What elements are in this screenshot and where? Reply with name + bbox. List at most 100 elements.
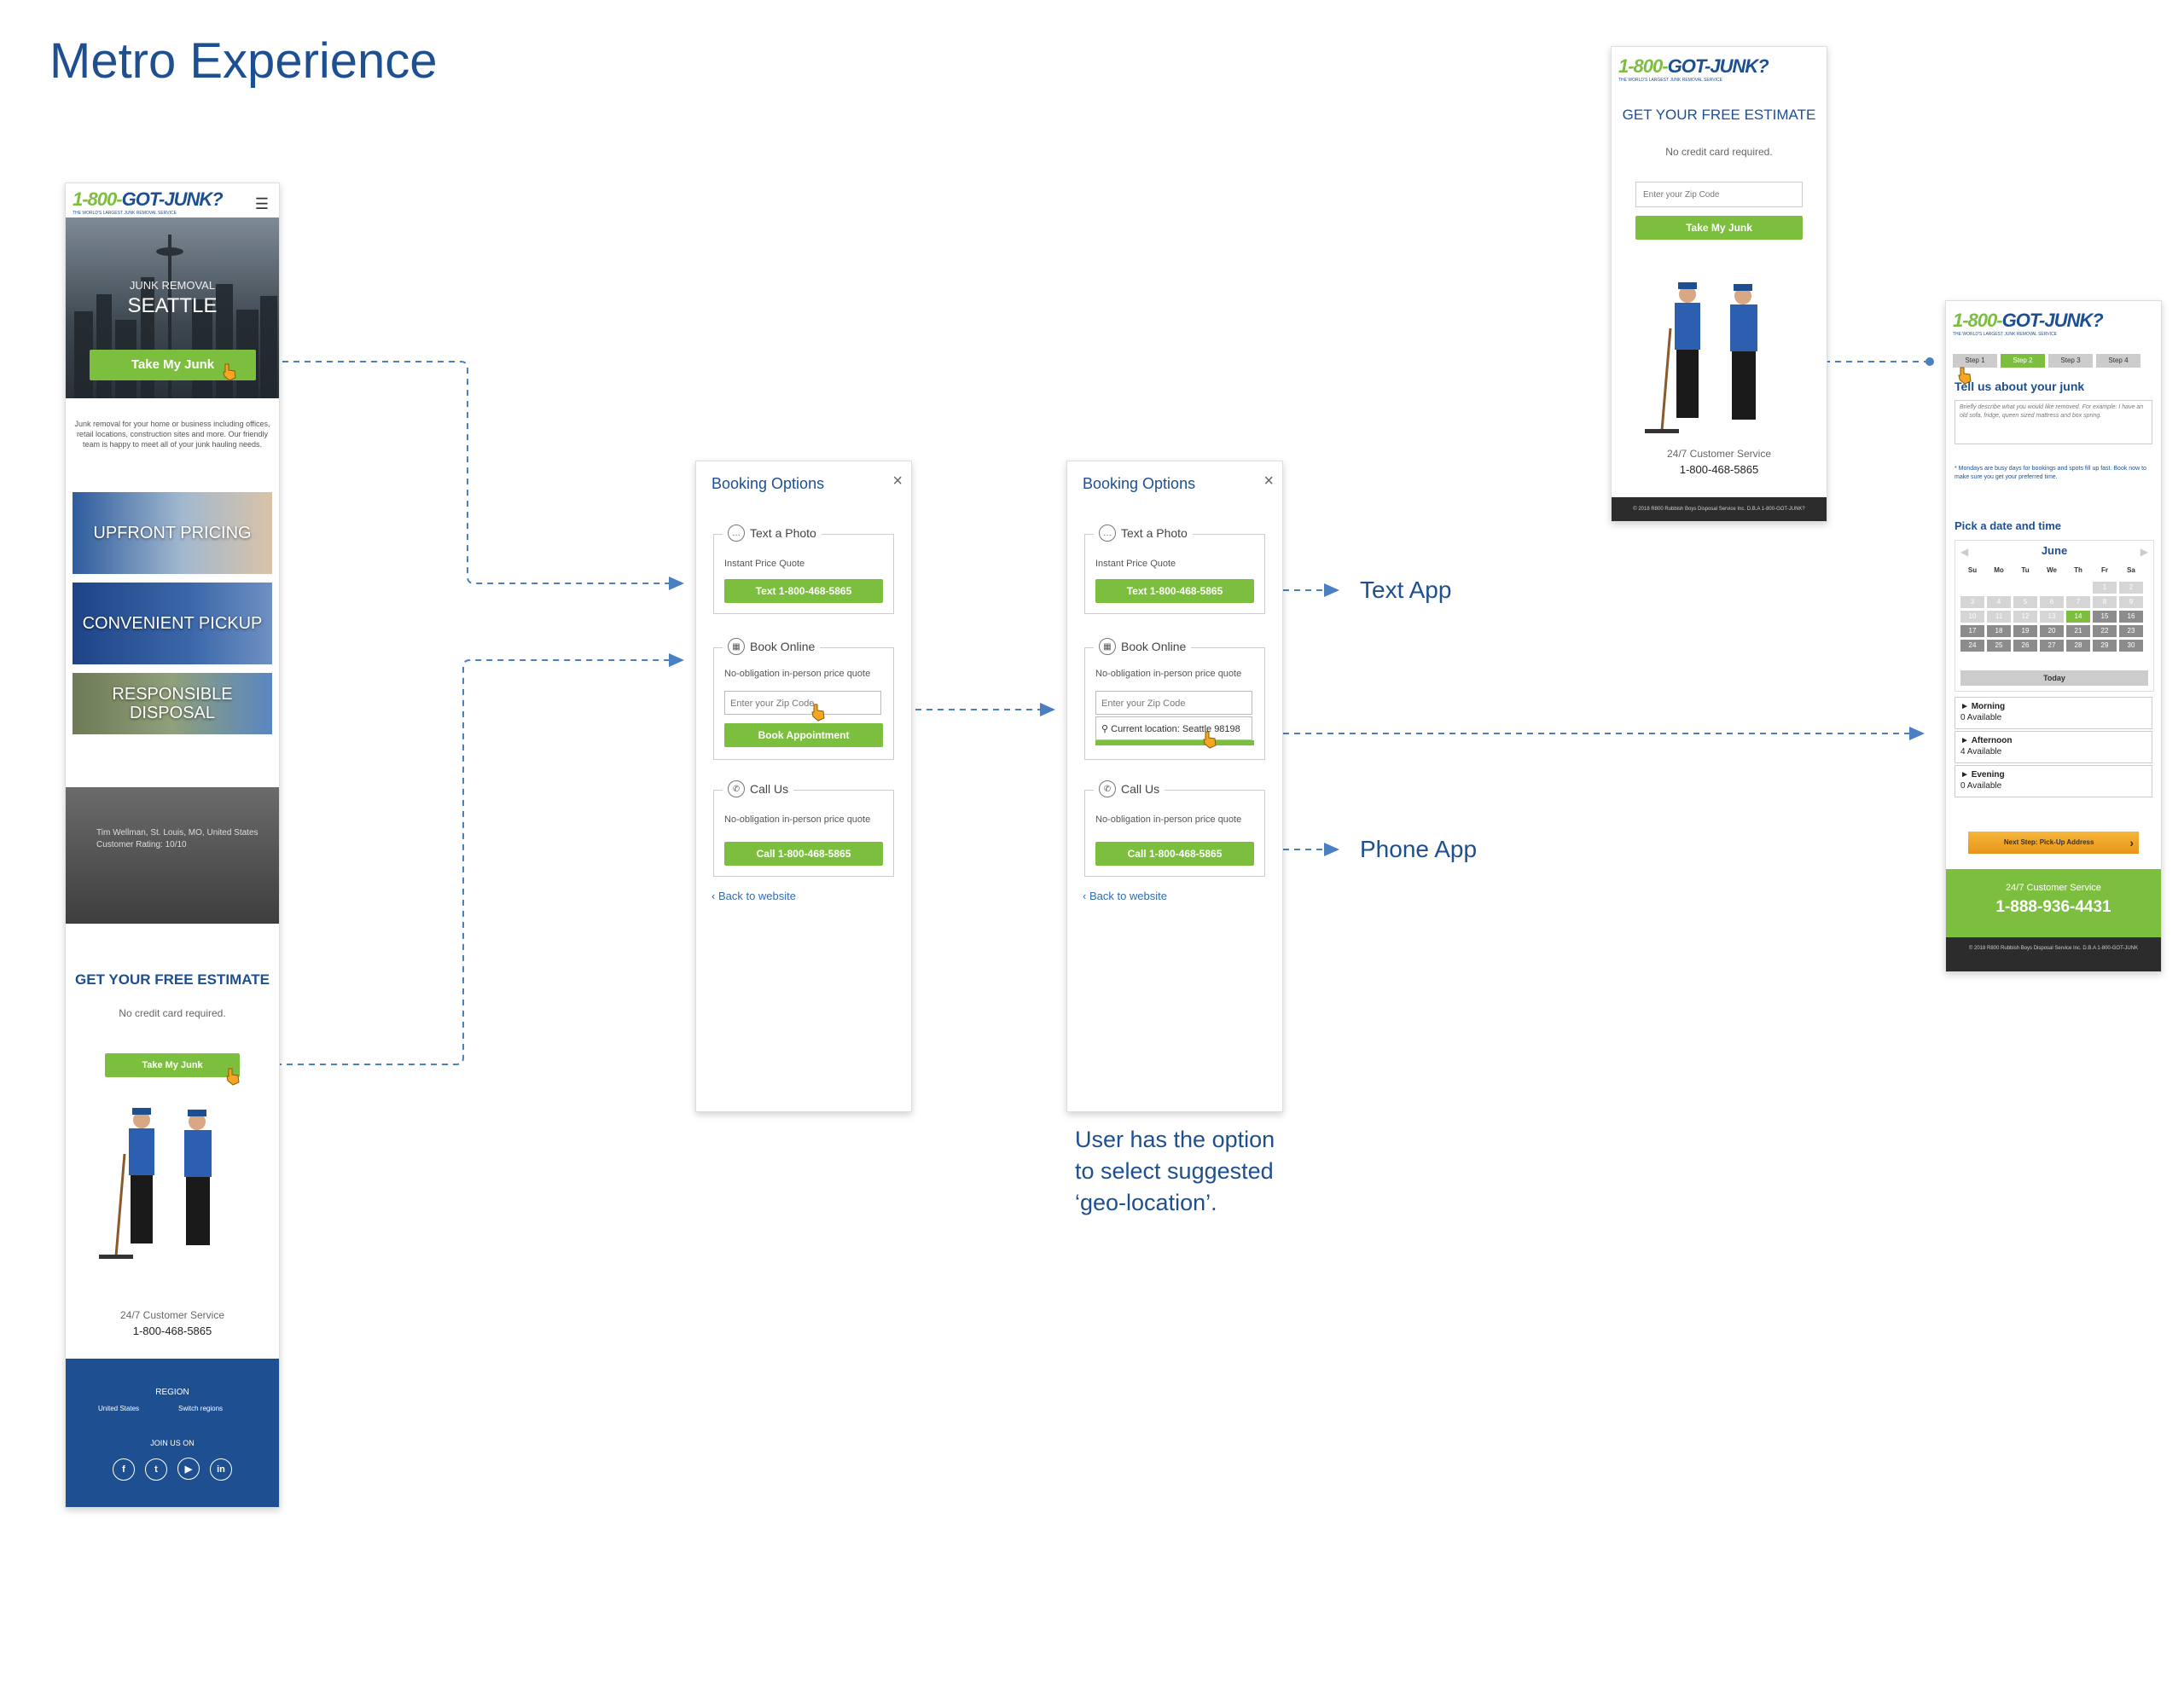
calendar-day[interactable]: 2 <box>2119 582 2143 594</box>
next-month-icon[interactable]: ▶ <box>2140 546 2148 558</box>
geo-location-suggestion[interactable]: ⚲ Current location: Seattle 98198 <box>1095 716 1252 740</box>
step-heading: Tell us about your junk <box>1955 380 2085 393</box>
twitter-icon[interactable]: t <box>145 1458 167 1481</box>
book-online-sub: No-obligation in-person price quote <box>724 669 871 679</box>
calendar-day[interactable]: 19 <box>2013 625 2037 637</box>
zip-code-input[interactable]: Enter your Zip Code <box>724 691 881 715</box>
calendar-day[interactable]: 16 <box>2119 611 2143 623</box>
hamburger-menu-icon[interactable]: ☰ <box>254 195 269 212</box>
book-appointment-button[interactable]: Book Appointment <box>724 723 883 747</box>
review-author: Tim Wellman, St. Louis, MO, United State… <box>96 828 258 838</box>
calendar-day[interactable]: 24 <box>1960 640 1984 652</box>
linkedin-icon[interactable]: in <box>210 1458 232 1481</box>
call-number-button[interactable]: Call 1-800-468-5865 <box>1095 842 1254 866</box>
footer-switch-region[interactable]: Switch regions <box>178 1405 224 1412</box>
pick-date-label: Pick a date and time <box>1955 519 2061 532</box>
footer-region-label: REGION <box>155 1388 189 1397</box>
footer-country[interactable]: United States <box>98 1405 140 1412</box>
booking-options-geo-modal: Booking Options × …Text a Photo Instant … <box>1066 461 1283 1112</box>
calendar-day[interactable]: 5 <box>2013 596 2037 608</box>
calendar-icon: ▦ <box>1099 638 1116 655</box>
connector-estimate-to-booking <box>242 653 684 1065</box>
review-rating: Customer Rating: 10/10 <box>96 840 187 849</box>
booking-options-modal: Booking Options × …Text a Photo Instant … <box>695 461 912 1112</box>
zip-code-input[interactable]: Enter your Zip Code <box>1095 691 1252 715</box>
call-us-sub: No-obligation in-person price quote <box>1095 815 1242 825</box>
calendar-empty <box>2040 582 2064 594</box>
calendar-day[interactable]: 30 <box>2119 640 2143 652</box>
text-number-button[interactable]: Text 1-800-468-5865 <box>1095 579 1254 603</box>
call-us-card: ✆Call Us No-obligation in-person price q… <box>713 780 894 877</box>
close-icon[interactable]: × <box>892 472 903 490</box>
calendar-day[interactable]: 22 <box>2093 625 2117 637</box>
facebook-icon[interactable]: f <box>113 1458 135 1481</box>
call-number-button[interactable]: Call 1-800-468-5865 <box>724 842 883 866</box>
calendar-day[interactable]: 14 <box>2066 611 2090 623</box>
step-4[interactable]: Step 4 <box>2096 354 2140 368</box>
text-photo-card: …Text a Photo Instant Price Quote Text 1… <box>713 525 894 614</box>
weekday-label: Th <box>2074 566 2082 574</box>
calendar-day[interactable]: 20 <box>2040 625 2064 637</box>
calendar-day[interactable]: 15 <box>2093 611 2117 623</box>
junk-description-textarea[interactable]: Briefly describe what you would like rem… <box>1955 400 2152 444</box>
next-step-button[interactable]: Next Step: Pick-Up Address › <box>1968 832 2139 854</box>
service-phone[interactable]: 1-800-468-5865 <box>132 1325 212 1337</box>
step-1[interactable]: Step 1 <box>1953 354 1997 368</box>
calendar-day[interactable]: 8 <box>2093 596 2117 608</box>
step-3[interactable]: Step 3 <box>2048 354 2093 368</box>
calendar-day[interactable]: 23 <box>2119 625 2143 637</box>
youtube-icon[interactable]: ▶ <box>177 1458 200 1480</box>
calendar-day[interactable]: 6 <box>2040 596 2064 608</box>
estimate-take-my-junk-button[interactable]: Take My Junk <box>105 1053 240 1077</box>
calendar-day[interactable]: 28 <box>2066 640 2090 652</box>
estimate-page-mockup: 1-800-GOT-JUNK? THE WORLD'S LARGEST JUNK… <box>1611 46 1827 522</box>
calendar-day[interactable]: 25 <box>1987 640 2011 652</box>
logo: 1-800-GOT-JUNK? THE WORLD'S LARGEST JUNK… <box>1953 310 2104 337</box>
weekday-label: We <box>2047 566 2057 574</box>
service-phone[interactable]: 1-800-468-5865 <box>1679 463 1759 476</box>
calendar-day[interactable]: 11 <box>1987 611 2011 623</box>
zip-code-input[interactable]: Enter your Zip Code <box>1635 182 1803 207</box>
calendar-day[interactable]: 10 <box>1960 611 1984 623</box>
calendar-icon: ▦ <box>728 638 745 655</box>
call-us-card: ✆Call Us No-obligation in-person price q… <box>1084 780 1265 877</box>
calendar-day[interactable]: 7 <box>2066 596 2090 608</box>
calendar-day[interactable]: 13 <box>2040 611 2064 623</box>
prev-month-icon[interactable]: ◀ <box>1960 546 1969 558</box>
calendar-day[interactable]: 12 <box>2013 611 2037 623</box>
calendar-day[interactable]: 29 <box>2093 640 2117 652</box>
calendar-day[interactable]: 4 <box>1987 596 2011 608</box>
chat-icon: … <box>1099 525 1116 542</box>
today-button[interactable]: Today <box>1960 670 2148 686</box>
calendar-day[interactable]: 3 <box>1960 596 1984 608</box>
book-online-card: ▦Book Online No-obligation in-person pri… <box>713 638 894 760</box>
text-number-button[interactable]: Text 1-800-468-5865 <box>724 579 883 603</box>
calendar-day[interactable]: 21 <box>2066 625 2090 637</box>
back-to-website-link[interactable]: ‹ Back to website <box>712 890 796 902</box>
take-my-junk-button[interactable]: Take My Junk <box>1635 216 1803 240</box>
step-2[interactable]: Step 2 <box>2001 354 2045 368</box>
service-phone[interactable]: 1-888-936-4431 <box>1995 898 2111 916</box>
calendar-day[interactable]: 1 <box>2093 582 2117 594</box>
book-online-card: ▦Book Online No-obligation in-person pri… <box>1084 638 1265 760</box>
calendar-day[interactable]: 17 <box>1960 625 1984 637</box>
calendar-empty <box>1987 582 2011 594</box>
copyright-bar: © 2018 R800 Rubbish Boys Disposal Servic… <box>1946 937 2161 971</box>
back-to-website-link[interactable]: ‹ Back to website <box>1083 890 1167 902</box>
calendar-day[interactable]: 9 <box>2119 596 2143 608</box>
tile-upfront-pricing: UPFRONT PRICING <box>73 492 272 574</box>
calendar-day[interactable]: 18 <box>1987 625 2011 637</box>
footer-join-label: JOIN US ON <box>150 1439 195 1447</box>
close-icon[interactable]: × <box>1263 472 1274 490</box>
service-label: 24/7 Customer Service <box>119 1309 225 1321</box>
footer: REGION United States Switch regions JOIN… <box>66 1359 279 1507</box>
calendar-day[interactable]: 27 <box>2040 640 2064 652</box>
calendar-day[interactable]: 26 <box>2013 640 2037 652</box>
review-banner: Tim Wellman, St. Louis, MO, United State… <box>66 787 279 924</box>
copyright-bar: © 2018 R800 Rubbish Boys Disposal Servic… <box>1612 497 1827 521</box>
